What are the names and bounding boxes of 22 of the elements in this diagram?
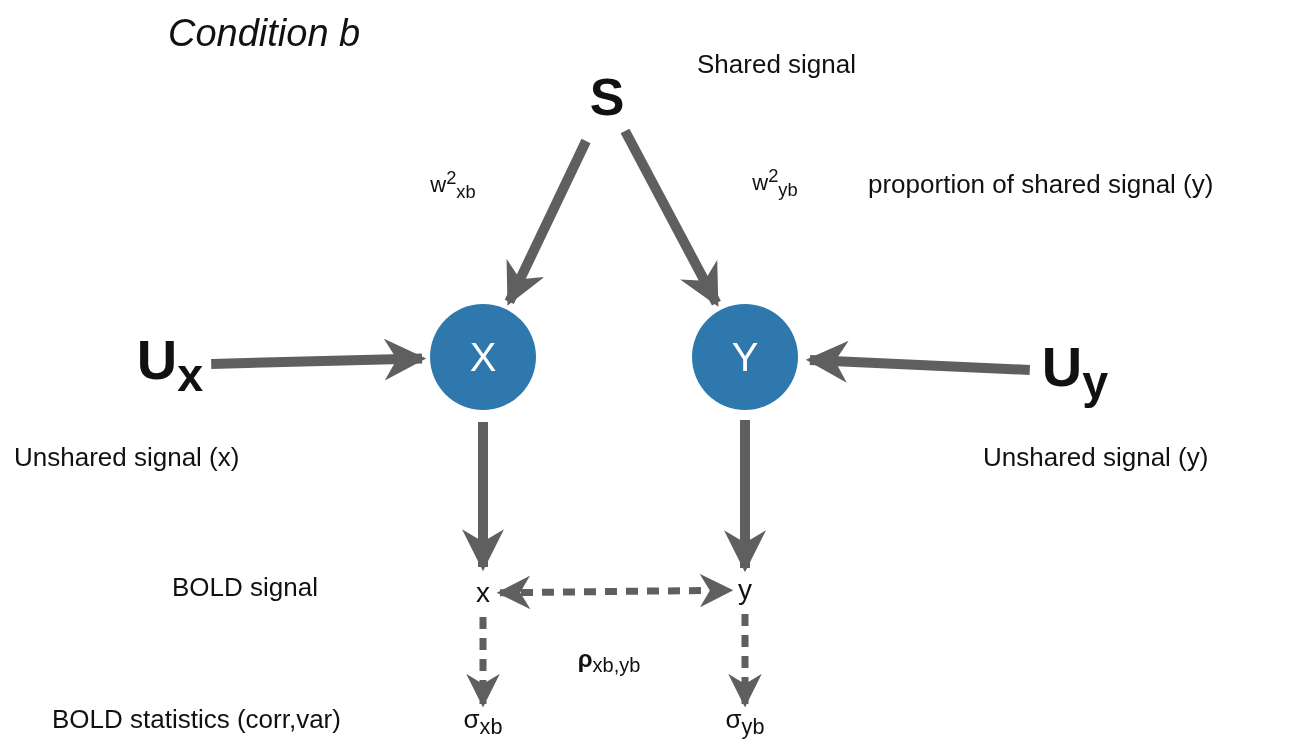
dashed-arrow [496,573,734,610]
annotation-text: BOLD statistics (corr,var) [52,705,341,734]
signal-description: Shared signal [697,50,856,79]
variable-label: U$_{y}$ [1041,338,1109,406]
signal-description: Unshared signal (x) [14,443,240,472]
statistic-label: σ$_{xb}$ [463,706,503,738]
annotation-text: BOLD signal [172,573,318,602]
arrow [805,340,1031,383]
statistic-label: σ$_{yb}$ [725,706,765,738]
annotation-text: proportion of shared signal (y) [868,170,1214,199]
arrow [211,338,427,381]
arrow [724,420,766,573]
variable-label: y [738,576,752,604]
variable-label: x [476,579,490,607]
signal-description: Unshared signal (y) [983,443,1209,472]
variable-label: S [589,71,625,123]
title: Condition b [168,12,361,55]
variable-label: Y [731,337,759,377]
variable-label: X [469,337,497,377]
arrow [620,128,721,307]
arrow [504,138,591,306]
variable-label: U$_{x}$ [136,331,204,399]
